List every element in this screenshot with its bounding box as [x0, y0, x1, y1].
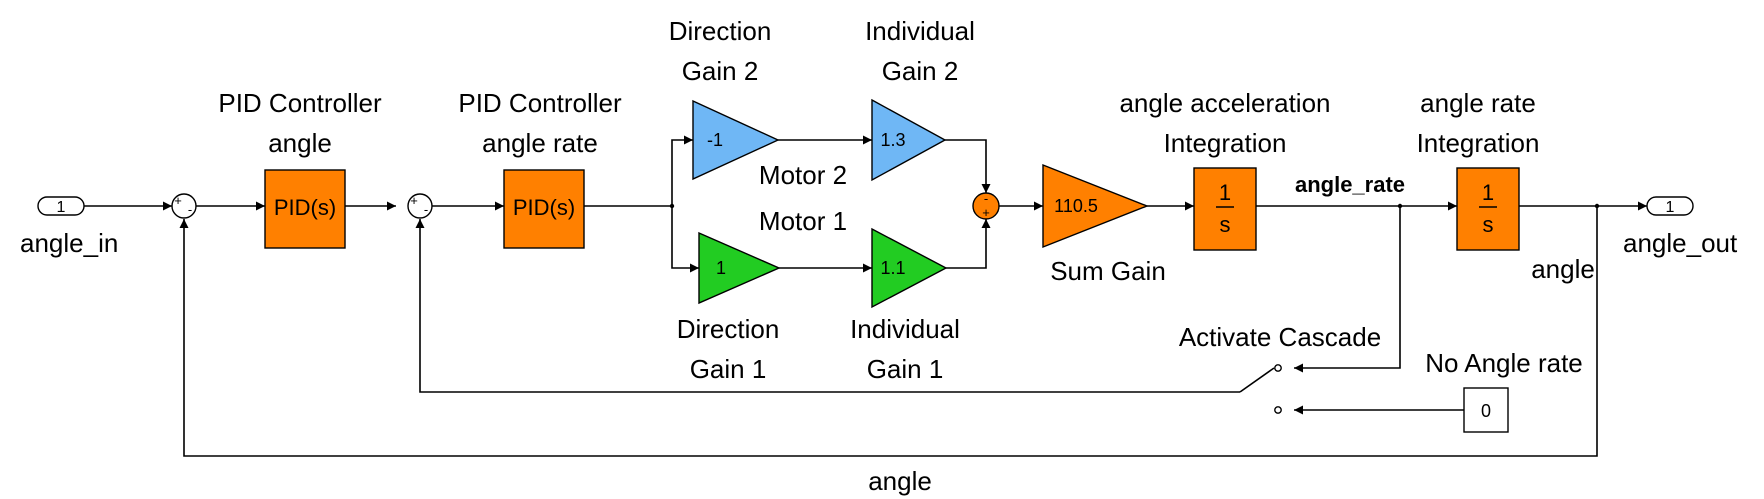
integ-rate-label-1: angle rate — [1420, 88, 1536, 118]
ind-gain2-label-2: Gain 2 — [882, 56, 959, 86]
sum-gain-triangle[interactable] — [1042, 163, 1149, 249]
ind-gain2-label-1: Individual — [865, 16, 975, 46]
ind-gain1-label-2: Gain 1 — [867, 354, 944, 384]
angle-out-signal-label: angle — [1531, 254, 1595, 284]
wire-ind1-to-sum3[interactable] — [946, 219, 991, 269]
ind-gain2-value: 1.3 — [880, 130, 905, 150]
ind-gain1-label-1: Individual — [850, 314, 960, 344]
motor1-label: Motor 1 — [759, 206, 847, 236]
pid-angle-label-1: PID Controller — [218, 88, 382, 118]
pid-rate-block[interactable] — [503, 169, 585, 249]
constant-value: 0 — [1481, 401, 1491, 421]
sum3-circle[interactable] — [972, 192, 1000, 220]
wire-angle-feedback[interactable] — [179, 206, 1598, 457]
inport-angle-in[interactable]: 1 angle_in — [20, 196, 118, 258]
pid-rate-label-2: angle rate — [482, 128, 598, 158]
individual-gain-2[interactable]: 1.3 Individual Gain 2 — [865, 16, 975, 182]
switch-contact-bottom[interactable] — [1274, 406, 1282, 414]
sum-gain-label: Sum Gain — [1050, 256, 1166, 286]
angle-rate-integrator[interactable]: 1 s angle rate Integration — [1417, 88, 1540, 251]
pid-controller-angle[interactable]: PID(s) PID Controller angle — [218, 88, 382, 249]
wire-angle-rate-to-switch[interactable] — [1294, 206, 1401, 373]
integ-accel-label-1: angle acceleration — [1119, 88, 1330, 118]
ind-gain1-triangle[interactable] — [871, 227, 948, 309]
wire-to-dir-gain2[interactable] — [671, 135, 693, 206]
sum-gain[interactable]: 110.5 Sum Gain — [1042, 163, 1166, 286]
switch-activate-cascade[interactable]: Activate Cascade — [1179, 322, 1381, 414]
dir-gain2-value: -1 — [707, 130, 723, 150]
direction-gain-2[interactable]: -1 Direction Gain 2 — [669, 16, 780, 181]
sum-block-1[interactable]: + - — [171, 193, 197, 219]
integ-accel-num: 1 — [1219, 180, 1231, 205]
sum-gain-value: 110.5 — [1054, 196, 1098, 216]
integ-rate-block[interactable] — [1456, 167, 1520, 251]
switch-contact-top[interactable] — [1274, 364, 1282, 372]
constant-block[interactable] — [1463, 387, 1509, 433]
branch-point — [1397, 203, 1403, 209]
individual-gain-1[interactable]: 1.1 Individual Gain 1 — [850, 227, 960, 384]
angle-feedback-label: angle — [868, 466, 932, 496]
pid-controller-angle-rate[interactable]: PID(s) PID Controller angle rate — [458, 88, 622, 249]
outport-shape[interactable] — [1646, 196, 1694, 216]
constant-label: No Angle rate — [1425, 348, 1583, 378]
constant-no-angle-rate[interactable]: 0 No Angle rate — [1425, 348, 1583, 433]
pid-angle-label-2: angle — [268, 128, 332, 158]
inport-shape[interactable] — [37, 196, 85, 216]
integ-rate-num: 1 — [1482, 180, 1494, 205]
dir-gain2-label-2: Gain 2 — [682, 56, 759, 86]
outport-label: angle_out — [1623, 228, 1738, 258]
sum3-sign-top: - — [984, 191, 988, 206]
sum2-sign-top: + — [410, 193, 418, 208]
outport-number: 1 — [1666, 199, 1675, 216]
wire-switch-to-sum2[interactable] — [415, 219, 1240, 393]
integ-accel-den: s — [1220, 212, 1231, 237]
sum3-sign-bottom: + — [982, 205, 990, 220]
sum1-circle[interactable] — [171, 193, 197, 219]
switch-label: Activate Cascade — [1179, 322, 1381, 352]
integ-rate-den: s — [1483, 212, 1494, 237]
pid-rate-text: PID(s) — [513, 195, 575, 220]
angle-rate-signal-label: angle_rate — [1295, 172, 1405, 197]
dir-gain1-triangle[interactable] — [698, 231, 781, 305]
sum2-circle[interactable] — [407, 193, 433, 219]
dir-gain2-label-1: Direction — [669, 16, 772, 46]
direction-gain-1[interactable]: 1 Direction Gain 1 — [677, 231, 781, 384]
branch-point — [1594, 203, 1600, 209]
inport-number: 1 — [57, 199, 66, 216]
inport-label: angle_in — [20, 228, 118, 258]
outport-angle-out[interactable]: 1 angle_out — [1623, 196, 1738, 258]
sum1-sign-bottom: - — [188, 202, 192, 217]
wire-to-dir-gain1[interactable] — [671, 206, 699, 273]
integ-rate-label-2: Integration — [1417, 128, 1540, 158]
dir-gain1-label-2: Gain 1 — [690, 354, 767, 384]
pid-rate-label-1: PID Controller — [458, 88, 622, 118]
sum2-sign-bottom: - — [424, 202, 428, 217]
motor2-label: Motor 2 — [759, 160, 847, 190]
sum-block-2[interactable]: + - — [407, 193, 433, 219]
dir-gain1-label-1: Direction — [677, 314, 780, 344]
dir-gain1-value: 1 — [716, 258, 726, 278]
pid-angle-text: PID(s) — [274, 195, 336, 220]
sum1-sign-top: + — [174, 193, 182, 208]
signal-lines — [84, 135, 1647, 457]
integ-accel-label-2: Integration — [1164, 128, 1287, 158]
dir-gain2-triangle[interactable] — [692, 99, 780, 181]
ind-gain1-value: 1.1 — [880, 258, 905, 278]
branch-point — [669, 203, 675, 209]
switch-lever[interactable] — [1239, 367, 1275, 393]
integ-accel-block[interactable] — [1193, 167, 1257, 251]
sum-block-3[interactable]: - + — [972, 191, 1000, 220]
pid-angle-block[interactable] — [264, 169, 346, 249]
wire-ind2-to-sum3[interactable] — [945, 139, 991, 193]
ind-gain2-triangle[interactable] — [871, 98, 947, 182]
angle-acceleration-integrator[interactable]: 1 s angle acceleration Integration — [1119, 88, 1331, 251]
